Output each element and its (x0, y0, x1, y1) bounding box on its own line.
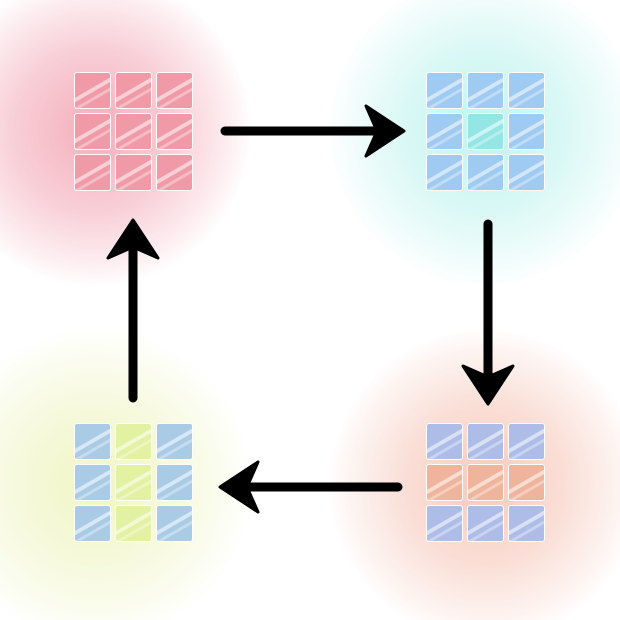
tile-grid-bottom-right (426, 423, 548, 545)
tile (115, 423, 152, 460)
tile (508, 154, 545, 191)
tile (467, 154, 504, 191)
tile (115, 154, 152, 191)
tile (156, 464, 193, 501)
tile (426, 154, 463, 191)
arrow-up-head (106, 218, 160, 260)
arrow-left-head (218, 460, 260, 514)
tile (426, 72, 463, 109)
tile (467, 505, 504, 542)
tile (74, 464, 111, 501)
tile (156, 72, 193, 109)
tile (74, 505, 111, 542)
tile (115, 72, 152, 109)
tile (156, 154, 193, 191)
tile (156, 113, 193, 150)
tile (467, 464, 504, 501)
tile (156, 423, 193, 460)
tile-grid-top-right (426, 72, 548, 194)
tile (508, 72, 545, 109)
tile (115, 113, 152, 150)
tile (508, 464, 545, 501)
arrow-up (106, 218, 160, 403)
tile (115, 505, 152, 542)
tile (426, 464, 463, 501)
tile (115, 464, 152, 501)
tile-grid-top-left (74, 72, 196, 194)
tile (74, 154, 111, 191)
tile (74, 72, 111, 109)
tile (74, 423, 111, 460)
arrow-left (218, 460, 403, 514)
tile (508, 113, 545, 150)
tile (467, 423, 504, 460)
arrow-right (220, 104, 406, 158)
tile (156, 505, 193, 542)
tile (467, 72, 504, 109)
arrow-down (461, 219, 515, 406)
tile (508, 423, 545, 460)
tile (426, 113, 463, 150)
tile-grid-bottom-left (74, 423, 196, 545)
tile (508, 505, 545, 542)
tile (467, 113, 504, 150)
tile (74, 113, 111, 150)
arrow-right-head (364, 104, 406, 158)
arrow-down-head (461, 364, 515, 406)
tile (426, 423, 463, 460)
tile (426, 505, 463, 542)
